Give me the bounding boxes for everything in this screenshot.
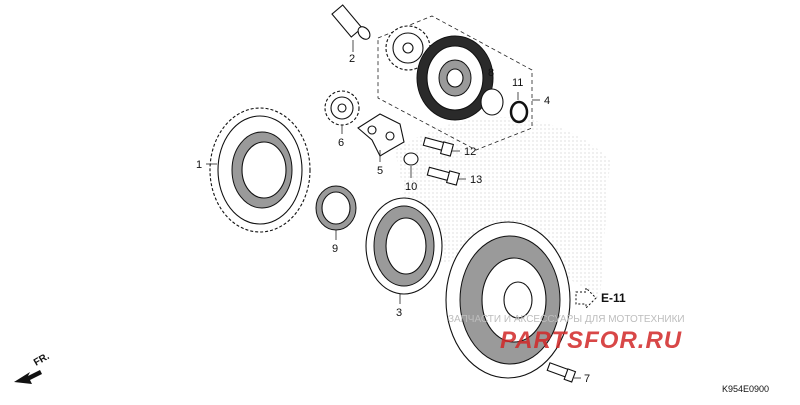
reference-arrow: E-11 bbox=[575, 286, 626, 310]
assembly-box-4 bbox=[377, 15, 533, 151]
callout-6: 6 bbox=[338, 137, 344, 149]
bolt-part-7 bbox=[546, 362, 577, 383]
flywheel-outer bbox=[445, 221, 571, 379]
diagram-code: K954E0900 bbox=[722, 384, 769, 394]
bolt-part-12 bbox=[422, 136, 455, 157]
watermark-brand: PARTSFOR.RU bbox=[500, 327, 682, 354]
bracket-part-5 bbox=[357, 113, 405, 157]
callout-5: 5 bbox=[377, 165, 383, 177]
one-way-clutch-part-3 bbox=[365, 197, 443, 295]
callout-2: 2 bbox=[349, 53, 355, 65]
callout-13: 13 bbox=[470, 174, 482, 186]
collar-part-10 bbox=[403, 152, 419, 166]
callout-9: 9 bbox=[332, 243, 338, 255]
bracket-hole bbox=[385, 131, 395, 141]
watermark-tagline: ЗАПЧАСТИ И АКСЕССУАРЫ ДЛЯ МОТОТЕХНИКИ bbox=[448, 314, 685, 325]
reference-label: E-11 bbox=[601, 291, 626, 305]
callout-11: 11 bbox=[512, 77, 523, 89]
callout-1: 1 bbox=[196, 159, 202, 171]
needle-bearing-part-9 bbox=[315, 185, 357, 231]
callout-12: 12 bbox=[464, 146, 476, 158]
callout-8: 8 bbox=[488, 67, 494, 79]
bolt-part-13 bbox=[426, 166, 461, 186]
callout-7: 7 bbox=[584, 373, 590, 385]
idle-gear-part-6 bbox=[324, 90, 360, 126]
front-label: FR. bbox=[32, 351, 52, 369]
front-marker: FR. bbox=[14, 351, 52, 384]
starter-driven-gear-part-1 bbox=[209, 107, 311, 233]
pin-part-2 bbox=[331, 4, 371, 40]
callout-3: 3 bbox=[396, 307, 402, 319]
circlip-part-11 bbox=[509, 100, 529, 124]
callout-4: 4 bbox=[544, 95, 550, 107]
small-gear-part-4 bbox=[385, 25, 431, 71]
big-gear-part-4 bbox=[416, 35, 494, 121]
washer-part-8 bbox=[480, 88, 504, 116]
callout-10: 10 bbox=[405, 181, 417, 193]
bracket-hole bbox=[367, 125, 377, 135]
